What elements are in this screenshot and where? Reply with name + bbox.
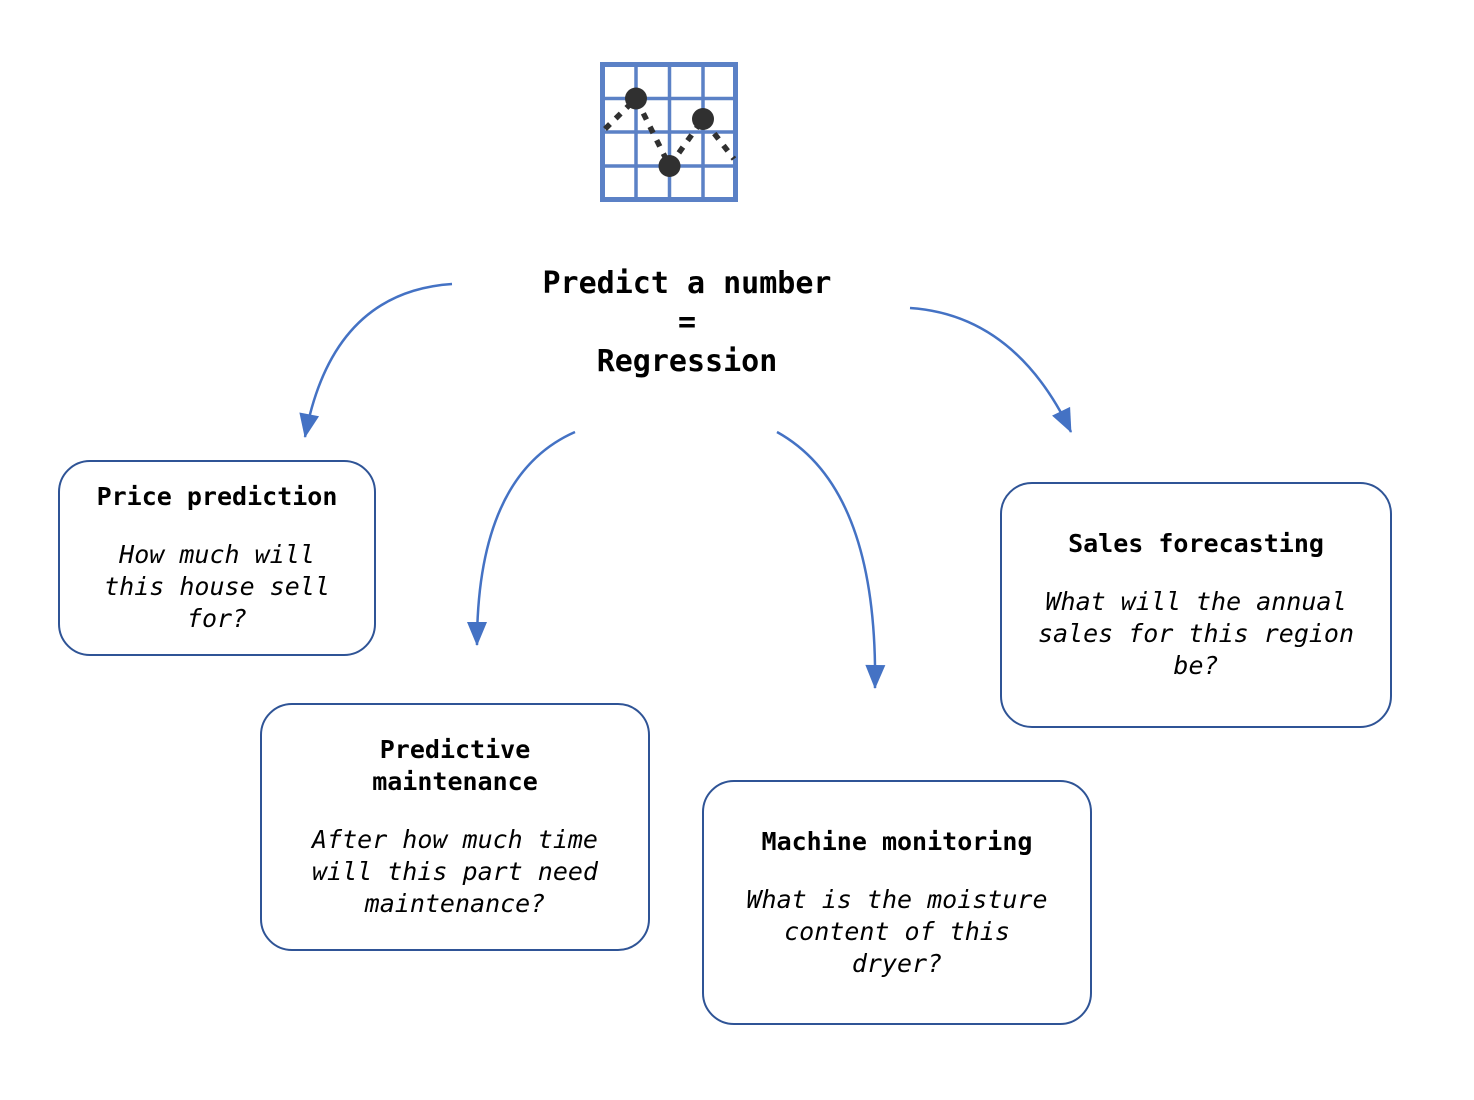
data-point (692, 108, 714, 130)
box-heading: Predictive maintenance (372, 735, 538, 796)
box-question: After how much time will this part need … (312, 825, 598, 918)
box-heading: Price prediction (96, 482, 338, 511)
arrow-to-sales-forecasting (909, 306, 1073, 433)
box-heading: Machine monitoring (761, 826, 1033, 856)
arrow-to-price-prediction (299, 282, 453, 438)
box-heading: Sales forecasting (1068, 529, 1324, 558)
box-predictive-maintenance: Predictive maintenance After how much ti… (260, 703, 650, 951)
box-price-prediction: Price prediction How much will this hous… (58, 460, 376, 656)
box-question: What is the moisture content of this dry… (746, 884, 1048, 978)
box-machine-monitoring: Machine monitoring What is the moisture … (702, 780, 1092, 1025)
chart-grid-lines (600, 62, 738, 202)
arrow-to-predictive-maintenance (467, 430, 576, 646)
box-question: What will the annual sales for this regi… (1037, 587, 1355, 680)
data-point (625, 87, 647, 110)
box-sales-forecasting: Sales forecasting What will the annual s… (1000, 482, 1392, 728)
data-points (625, 87, 714, 177)
center-title: Predict a number = Regression (542, 266, 832, 379)
line-chart-icon (600, 62, 738, 202)
data-point (658, 155, 681, 177)
box-question: How much will this house sell for? (104, 540, 330, 633)
arrow-to-machine-monitoring (776, 430, 886, 689)
